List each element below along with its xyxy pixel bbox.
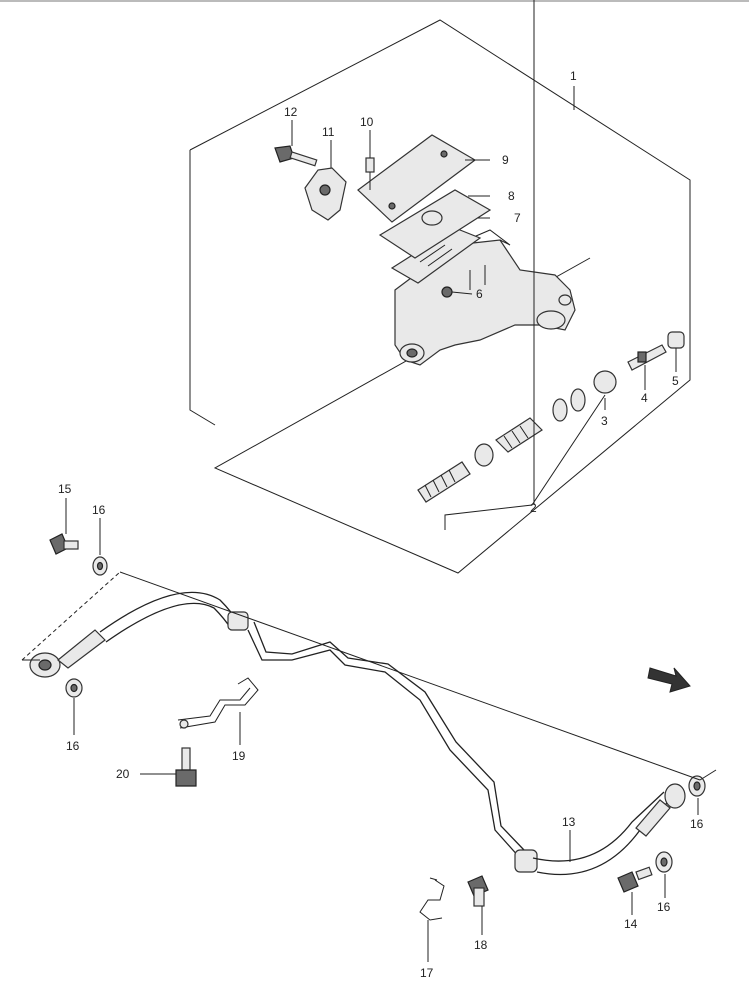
hose-assembly: [29, 591, 686, 876]
bleed-plug-6: [441, 286, 453, 298]
callout-11: 11: [322, 125, 335, 139]
reservoir-cap-parts: [357, 134, 492, 284]
callout-10: 10: [360, 115, 374, 129]
callout-14: 14: [624, 917, 638, 931]
union-bolt-14: [617, 866, 653, 893]
callout-19: 19: [232, 749, 246, 763]
callout-17: 17: [420, 966, 434, 980]
boot-5: [667, 331, 685, 349]
callouts: 1 2 3 4 5 6 7 8 9 10 11 12 13 14 15 16 1…: [58, 69, 704, 980]
callout-8: 8: [508, 189, 515, 203]
callout-18: 18: [474, 938, 488, 952]
callout-13: 13: [562, 815, 576, 829]
bolt-12: [274, 145, 318, 167]
clip-19: [177, 677, 259, 729]
bolt-15: [49, 533, 79, 555]
callout-2: 2: [530, 501, 537, 515]
assembly-boundary: [189, 19, 691, 574]
bracket-11: [304, 167, 347, 221]
callout-9: 9: [502, 153, 509, 167]
bolt-18: [467, 875, 489, 907]
callout-16-right-a: 16: [690, 817, 704, 831]
bolt-20: [175, 747, 197, 787]
front-arrow-icon: [647, 667, 691, 693]
callout-15: 15: [58, 482, 72, 496]
callout-7: 7: [514, 211, 521, 225]
washer-16-right-b: [655, 851, 673, 873]
leader-lines: [65, 0, 699, 962]
callout-12: 12: [284, 105, 298, 119]
washer-16-top: [92, 556, 108, 576]
callout-3: 3: [601, 414, 608, 428]
clip-17: [419, 877, 445, 921]
dash-lines: [21, 571, 717, 781]
callout-16-top: 16: [92, 503, 106, 517]
callout-1: 1: [570, 69, 577, 83]
callout-4: 4: [641, 391, 648, 405]
washer-16-left: [65, 678, 83, 698]
washer-16-right-a: [688, 775, 706, 797]
callout-16-left: 16: [66, 739, 80, 753]
piston-kit: [417, 370, 617, 503]
callout-5: 5: [672, 374, 679, 388]
pushrod-4: [627, 344, 667, 371]
callout-16-right-b: 16: [657, 900, 671, 914]
callout-20: 20: [116, 767, 130, 781]
callout-6: 6: [476, 287, 483, 301]
